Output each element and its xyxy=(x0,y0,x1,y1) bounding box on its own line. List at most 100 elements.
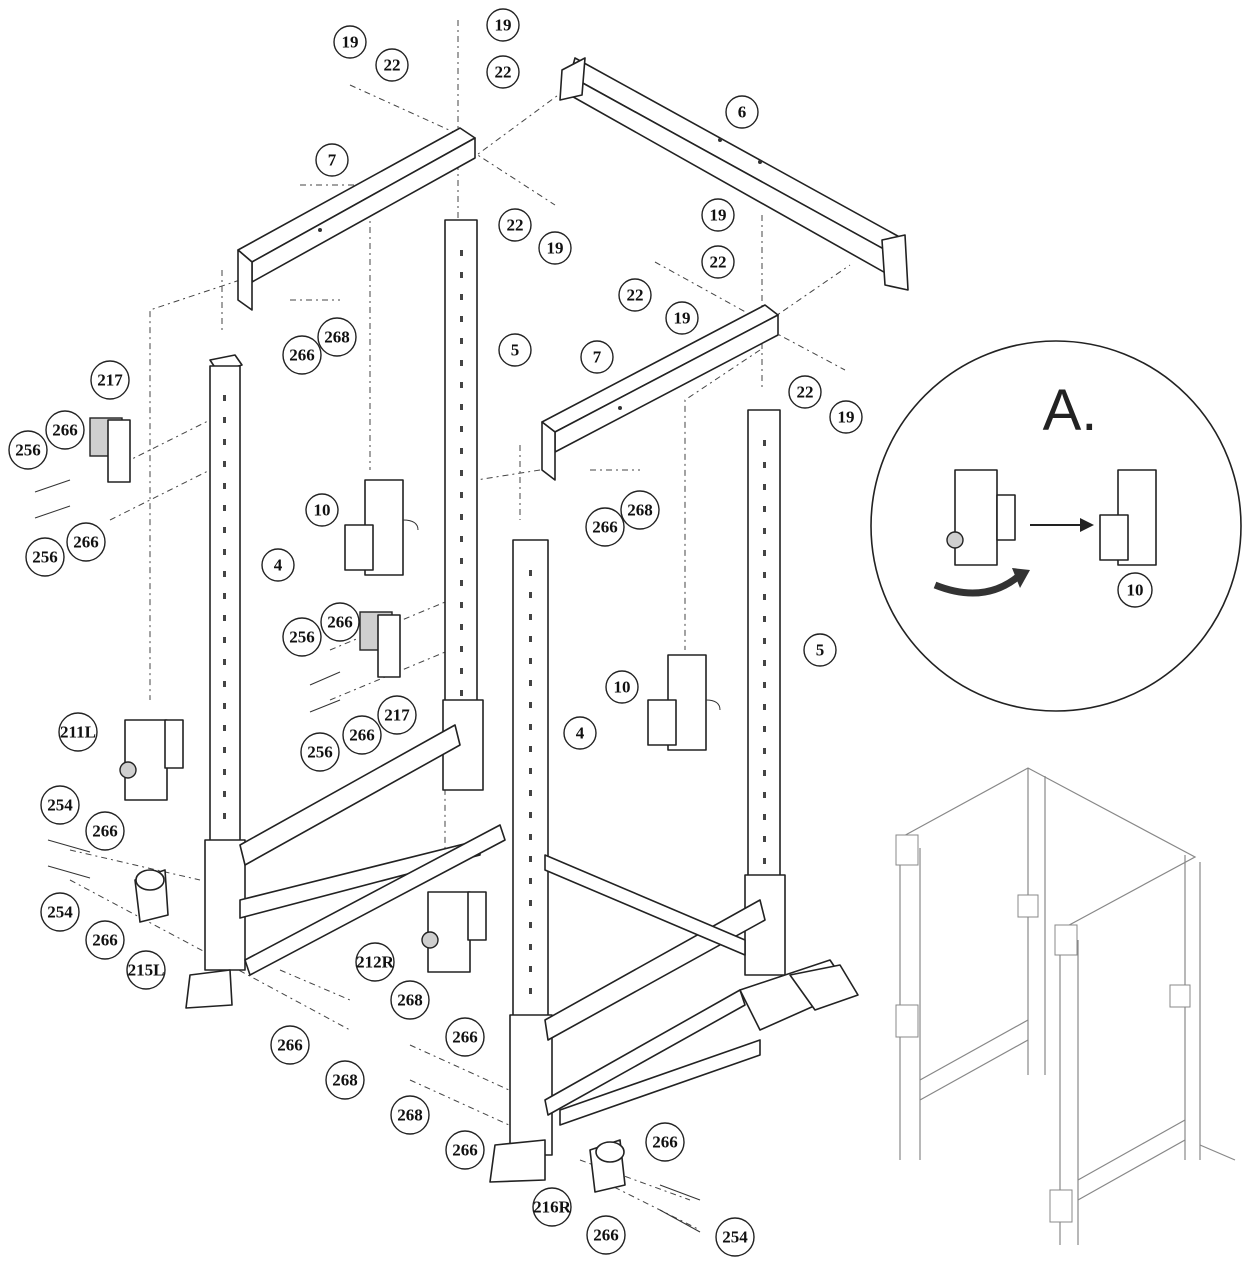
callout-circle xyxy=(300,732,340,772)
callout-circle xyxy=(58,712,98,752)
callout-circle xyxy=(282,335,322,375)
upright-hole xyxy=(763,506,766,512)
callout-4: 4 xyxy=(563,716,597,750)
callout-label: 217 xyxy=(97,371,123,390)
callout-circle xyxy=(25,537,65,577)
callout-256: 256 xyxy=(282,617,322,657)
callout-266: 266 xyxy=(85,920,125,960)
upright-hole xyxy=(763,660,766,666)
callout-circle xyxy=(788,375,822,409)
callout-label: 266 xyxy=(327,613,353,632)
upright-hole xyxy=(460,536,463,542)
callout-circle xyxy=(701,198,735,232)
callout-circle xyxy=(390,980,430,1020)
callout-circle xyxy=(829,400,863,434)
callout-label: 254 xyxy=(47,903,73,922)
upright-hole xyxy=(529,988,532,994)
upright-hole xyxy=(460,690,463,696)
callout-circle xyxy=(618,278,652,312)
callout-label: 6 xyxy=(738,103,747,122)
callout-label: 19 xyxy=(674,309,691,328)
callout-22: 22 xyxy=(375,48,409,82)
upright-hole xyxy=(460,492,463,498)
callout-label: 19 xyxy=(342,33,359,52)
callout-label: 19 xyxy=(838,408,855,427)
callout-circle xyxy=(498,208,532,242)
upright-hole xyxy=(460,382,463,388)
callout-7: 7 xyxy=(580,340,614,374)
upright-hole xyxy=(460,360,463,366)
callout-254: 254 xyxy=(40,785,80,825)
upright-hole xyxy=(223,659,226,665)
callout-22: 22 xyxy=(701,245,735,279)
callout-19: 19 xyxy=(333,25,367,59)
upright-hole xyxy=(763,792,766,798)
upright-hole xyxy=(529,812,532,818)
callout-circle xyxy=(40,785,80,825)
upright-hole xyxy=(763,726,766,732)
upright-hole xyxy=(223,549,226,555)
callout-label: 266 xyxy=(73,533,99,552)
callout-circle xyxy=(725,95,759,129)
callout-circle xyxy=(375,48,409,82)
callout-circle xyxy=(333,25,367,59)
callout-266: 266 xyxy=(85,811,125,851)
upright-hole xyxy=(460,470,463,476)
callout-266: 266 xyxy=(320,602,360,642)
callout-label: 4 xyxy=(576,724,585,743)
upright-hole xyxy=(223,791,226,797)
upright-hole xyxy=(763,440,766,446)
callout-254: 254 xyxy=(715,1217,755,1257)
upright-hole xyxy=(460,404,463,410)
callout-circle xyxy=(90,360,130,400)
upright-hole xyxy=(223,681,226,687)
callout-266: 266 xyxy=(270,1025,310,1065)
callout-label: 22 xyxy=(710,253,727,272)
upright-hole xyxy=(223,439,226,445)
callout-label: 266 xyxy=(92,931,118,950)
upright-hole xyxy=(460,602,463,608)
callout-label: 211L xyxy=(60,723,96,742)
callout-circle xyxy=(126,950,166,990)
callout-circle xyxy=(538,231,572,265)
callout-circle xyxy=(563,716,597,750)
callout-circle xyxy=(486,55,520,89)
bracket-part-215L xyxy=(134,869,169,923)
callout-label: 266 xyxy=(592,518,618,537)
callout-circle xyxy=(715,1217,755,1257)
callout-266: 266 xyxy=(445,1130,485,1170)
callout-circle xyxy=(320,602,360,642)
upright-part-4-left xyxy=(185,354,246,1009)
callout-label: 256 xyxy=(307,743,333,762)
callout-label: 266 xyxy=(452,1028,478,1047)
upright-hole xyxy=(529,746,532,752)
callout-circle xyxy=(305,493,339,527)
callout-22: 22 xyxy=(618,278,652,312)
callout-266: 266 xyxy=(585,507,625,547)
bracket-part-216R xyxy=(589,1139,626,1193)
callout-circle xyxy=(325,1060,365,1100)
callout-circle xyxy=(486,8,520,42)
callout-216r: 216R xyxy=(532,1187,572,1227)
upright-hole xyxy=(529,680,532,686)
callout-circle xyxy=(261,548,295,582)
upright-hole xyxy=(223,505,226,511)
upright-hole xyxy=(529,570,532,576)
callout-10: 10 xyxy=(605,670,639,704)
crossbar-part-7-right xyxy=(541,304,779,481)
callout-circle xyxy=(620,490,660,530)
callout-label: 254 xyxy=(722,1228,748,1247)
callout-circle xyxy=(8,430,48,470)
plate-part-217-b xyxy=(359,611,401,678)
callout-215l: 215L xyxy=(126,950,166,990)
upright-hole xyxy=(223,747,226,753)
callout-circle xyxy=(585,507,625,547)
callout-268: 268 xyxy=(390,980,430,1020)
upright-hole xyxy=(529,944,532,950)
callout-7: 7 xyxy=(315,143,349,177)
upright-hole xyxy=(223,527,226,533)
upright-hole xyxy=(529,724,532,730)
callout-label: 268 xyxy=(627,501,653,520)
upright-hole xyxy=(763,528,766,534)
upright-hole xyxy=(223,813,226,819)
